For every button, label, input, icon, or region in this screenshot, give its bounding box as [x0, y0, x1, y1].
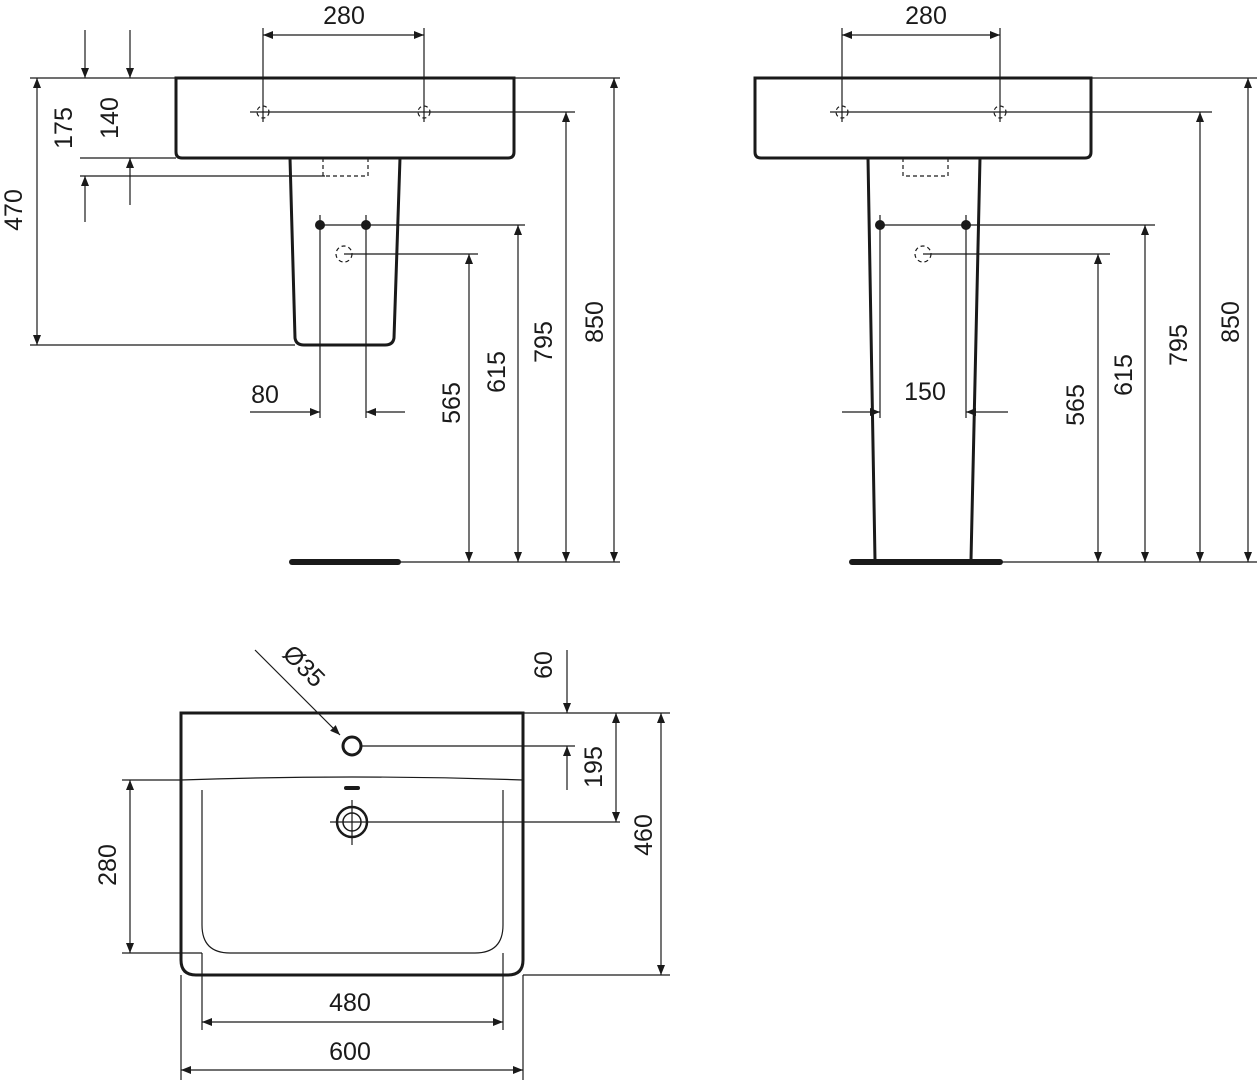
dim-565-label: 565: [438, 382, 466, 424]
front-view: 280 175 140 470 80 565 615 795 850: [0, 2, 620, 565]
dim-850-label: 850: [581, 301, 609, 343]
dim-280-label: 280: [905, 2, 947, 30]
basin-outline: [753, 76, 1093, 160]
basin-top-outline: [179, 711, 525, 977]
dim-470-label: 470: [0, 189, 28, 231]
overflow-slot: [344, 786, 360, 790]
dim-280-label: 280: [323, 2, 365, 30]
dim-60-label: 60: [530, 651, 558, 679]
dim-460-label: 460: [630, 814, 658, 856]
dim-175-label: 175: [50, 107, 78, 149]
bowl-outline: [201, 790, 504, 954]
dim-615-label: 615: [483, 351, 511, 393]
top-view: Ø35 60 195 460 280 480 600: [94, 640, 670, 1080]
basin-outline: [174, 76, 516, 160]
dim-80-label: 80: [251, 381, 279, 409]
dim-150-label: 150: [904, 378, 946, 406]
tap-hole: [341, 735, 363, 757]
pedestal-outline: [288, 157, 402, 347]
dim-140-label: 140: [96, 97, 124, 139]
dim-480-label: 480: [329, 989, 371, 1017]
dim-280-label: 280: [94, 844, 122, 886]
dim-795-label: 795: [1165, 324, 1193, 366]
dim-195-label: 195: [580, 746, 608, 788]
dim-565-label: 565: [1062, 384, 1090, 426]
pedestal-column: [866, 157, 982, 561]
dim-850-label: 850: [1217, 301, 1245, 343]
dim-615-label: 615: [1110, 354, 1138, 396]
side-view: 280 150 565 615 795 850: [753, 2, 1257, 565]
dim-795-label: 795: [530, 321, 558, 363]
hole-diameter-label: Ø35: [277, 640, 330, 693]
dim-600-label: 600: [329, 1038, 371, 1066]
